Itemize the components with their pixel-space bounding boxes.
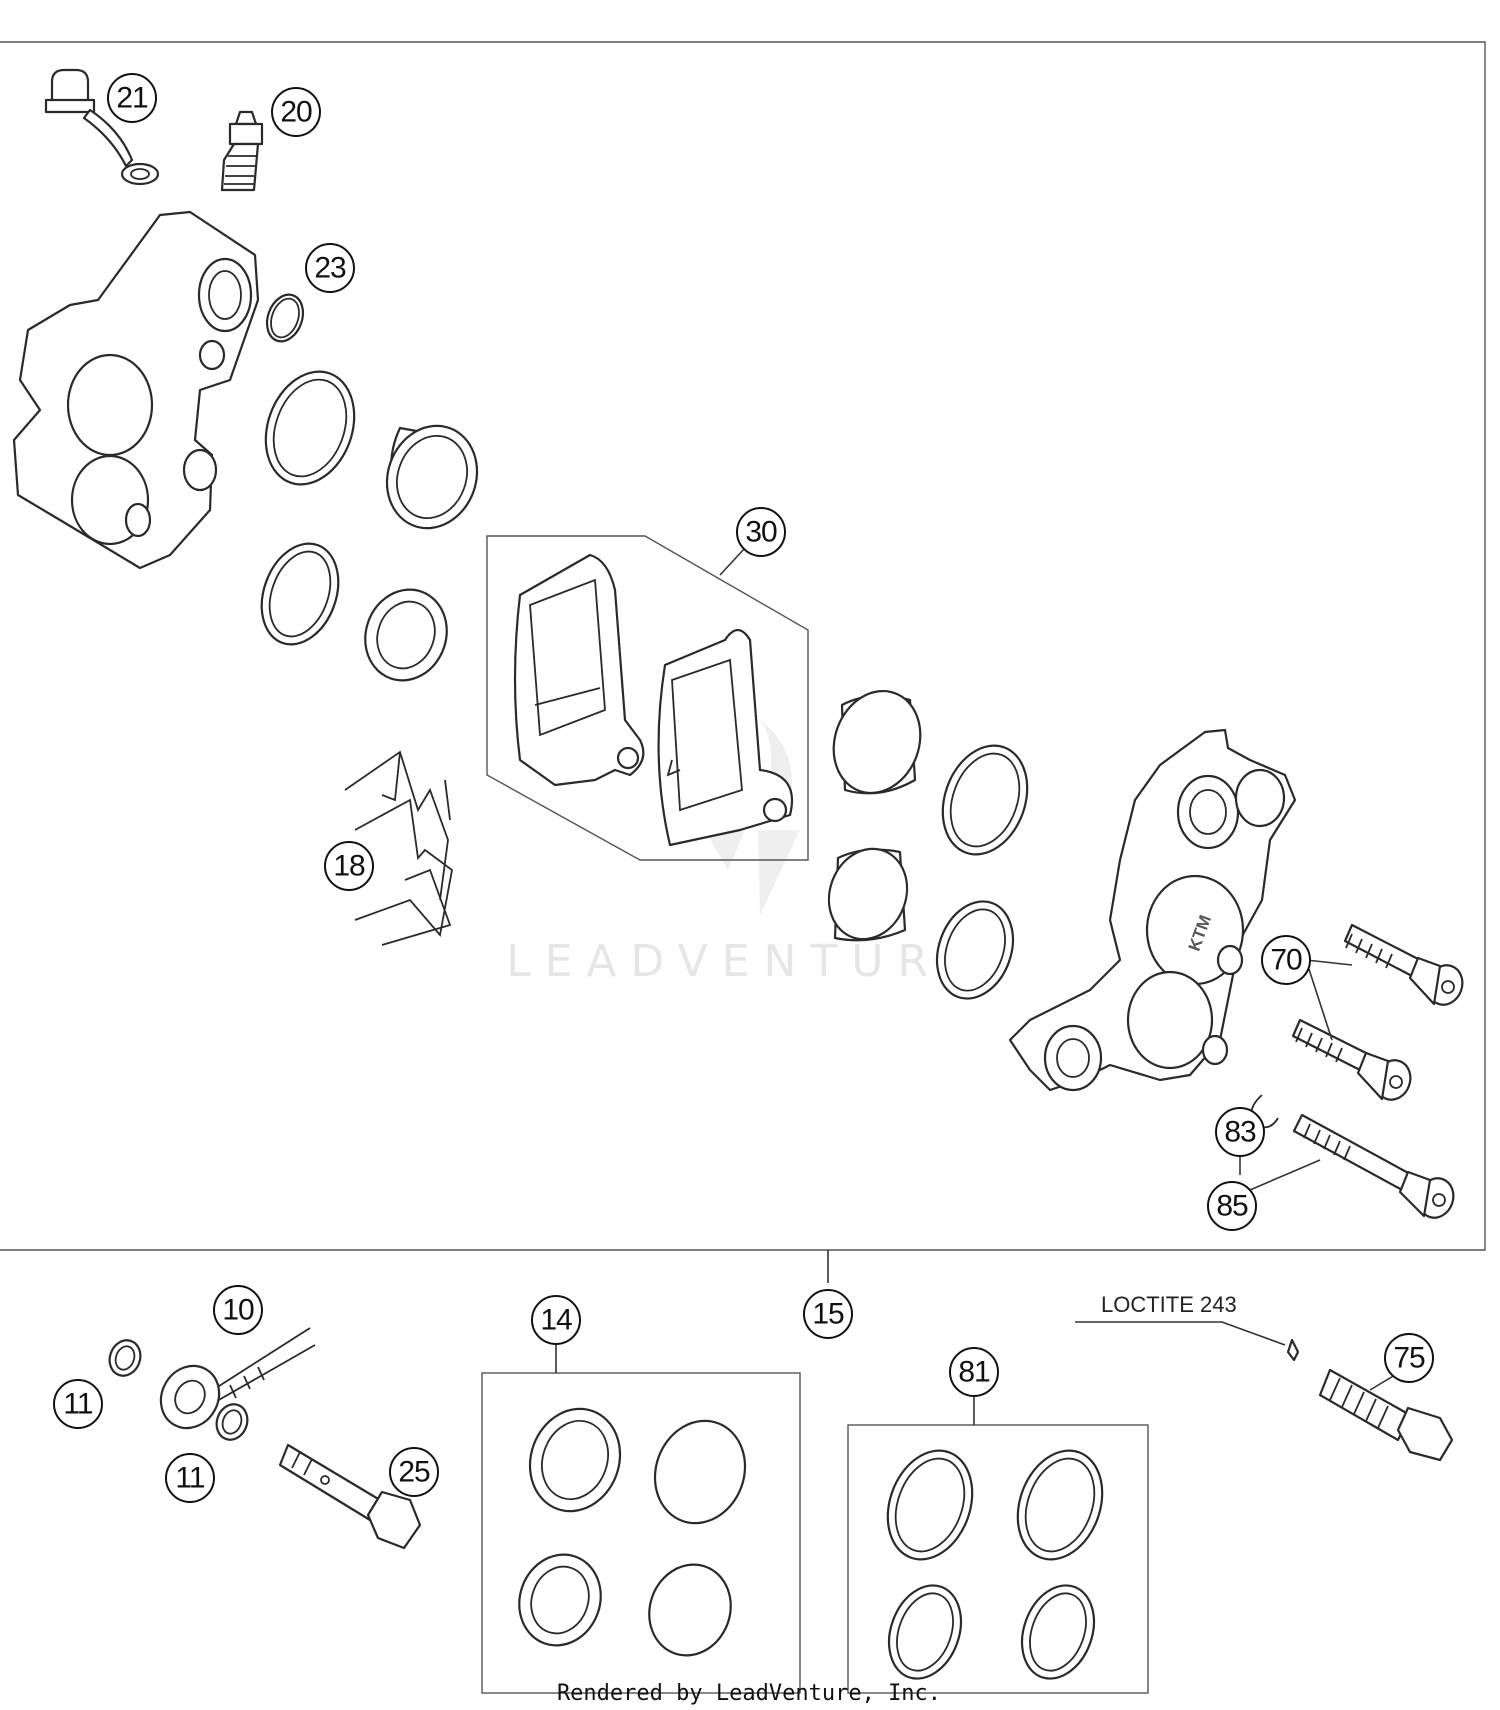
piston-set-frame [481, 1372, 801, 1694]
callout-14: 14 [531, 1295, 581, 1345]
callout-20: 20 [271, 87, 321, 137]
svg-text:75: 75 [1393, 1342, 1425, 1375]
svg-text:21: 21 [116, 82, 148, 115]
callout-81: 81 [949, 1347, 999, 1397]
bleeder-cap [44, 68, 160, 186]
seal-set-frame [847, 1424, 1149, 1694]
sealing-washer-lower [215, 1403, 249, 1441]
brake-pad-left [513, 553, 645, 787]
pad-pin [1292, 1113, 1455, 1219]
callout-15: 15 [803, 1289, 853, 1339]
brake-line-banjo [159, 1327, 316, 1430]
svg-text:10: 10 [222, 1294, 254, 1327]
piston-left-small [364, 588, 448, 682]
svg-text:83: 83 [1224, 1116, 1256, 1149]
caliper-half-left [12, 210, 260, 570]
brake-pads-frame [486, 535, 809, 861]
o-ring-small [265, 293, 305, 343]
caliper-half-right: KTM [1008, 728, 1297, 1092]
callout-21: 21 [107, 73, 157, 123]
screw-leader-upper [1305, 959, 1353, 966]
threadlocker-drop-icon [1286, 1338, 1300, 1362]
banjo-bolt [278, 1443, 422, 1550]
caliper-screw-lower [1291, 1018, 1412, 1101]
svg-text:30: 30 [745, 516, 777, 549]
mounting-bolt [1318, 1368, 1454, 1462]
bleeder-valve [220, 110, 264, 192]
svg-text:15: 15 [812, 1298, 844, 1331]
caliper-screw-upper [1343, 923, 1464, 1006]
watermark-text: LEADVENTURE [506, 936, 984, 987]
brake-pad-right [657, 628, 794, 847]
callout-83: 83 [1215, 1107, 1265, 1157]
callout-10: 10 [213, 1285, 263, 1335]
caliper-assembly-frame [0, 41, 1486, 1251]
screw-leader-lower [1305, 959, 1333, 1041]
svg-text:11: 11 [63, 1388, 92, 1421]
callout-18: 18 [324, 841, 374, 891]
loctite-note: LOCTITE 243 [1101, 1292, 1237, 1317]
svg-text:25: 25 [398, 1456, 430, 1489]
pin-leader [1249, 1159, 1321, 1191]
watermark: LEADVENTURE [506, 720, 984, 987]
footer-credit: Rendered by LeadVenture, Inc. [557, 1681, 941, 1706]
piston-seal-right-large [941, 744, 1029, 856]
svg-text:14: 14 [540, 1304, 572, 1337]
piston-seal-right-small [935, 900, 1015, 1000]
mounting-bolt-leader [1369, 1374, 1396, 1391]
svg-text:18: 18 [333, 850, 365, 883]
callout-70: 70 [1261, 935, 1311, 985]
callout-30: 30 [736, 507, 786, 557]
callout-85: 85 [1207, 1181, 1257, 1231]
svg-text:70: 70 [1270, 944, 1302, 977]
callouts: 21 20 23 30 18 70 83 85 10 11 11 [53, 73, 1434, 1503]
svg-text:23: 23 [314, 252, 346, 285]
svg-text:11: 11 [175, 1462, 204, 1495]
svg-text:85: 85 [1216, 1190, 1248, 1223]
sealing-washer-upper [108, 1339, 142, 1377]
seal-set [886, 1449, 1104, 1680]
piston-seal-left-small [260, 542, 340, 646]
piston-set [518, 1407, 747, 1657]
callout-23: 23 [305, 243, 355, 293]
pad-spring [344, 750, 453, 946]
callout-75: 75 [1384, 1333, 1434, 1383]
piston-right-small [827, 847, 909, 942]
piston-right-large [832, 689, 922, 795]
callout-11-left: 11 [53, 1379, 103, 1429]
svg-text:81: 81 [958, 1356, 990, 1389]
pads-leader [719, 547, 746, 576]
piston-left-large [385, 424, 479, 530]
callout-25: 25 [389, 1447, 439, 1497]
svg-text:20: 20 [280, 96, 312, 129]
piston-seal-left-large [264, 370, 356, 486]
threadlocker-note: LOCTITE 243 [1075, 1292, 1300, 1362]
callout-11-right: 11 [165, 1453, 215, 1503]
